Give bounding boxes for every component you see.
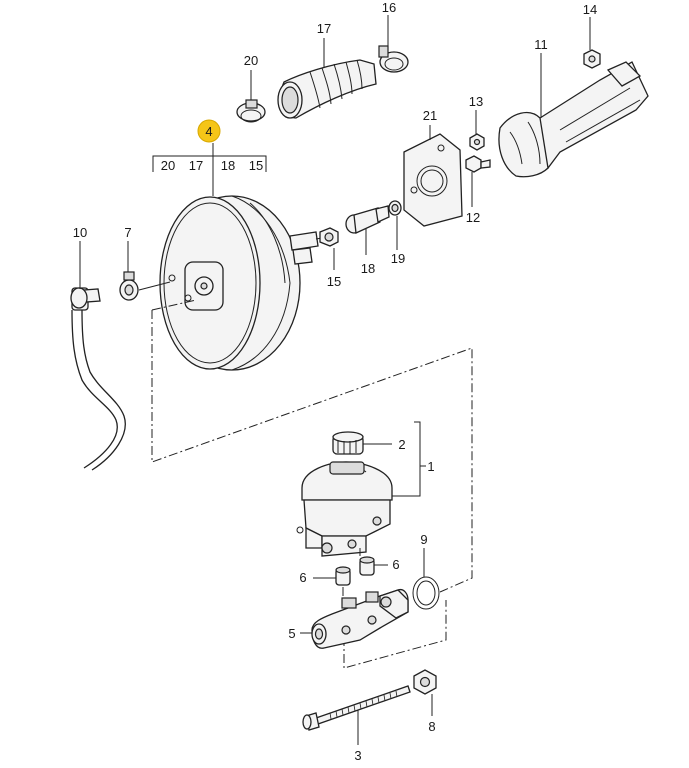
assembly-outline-tandem xyxy=(343,600,447,669)
callout-16: 16 xyxy=(382,0,396,15)
callout-8: 8 xyxy=(428,719,435,734)
part-3-stud-bolt[interactable]: 3 xyxy=(302,685,411,763)
callout-20: 20 xyxy=(244,53,258,68)
callout-17: 17 xyxy=(317,21,331,36)
subassembly-part-18: 18 xyxy=(221,158,235,173)
part-6-plug-left[interactable]: 6 xyxy=(299,566,351,586)
part-2-cap[interactable]: 2 xyxy=(332,431,406,455)
callout-2: 2 xyxy=(398,437,405,452)
callout-21: 21 xyxy=(423,108,437,123)
part-16-clamp[interactable]: 16 xyxy=(378,0,409,73)
callout-11: 11 xyxy=(534,37,548,52)
callout-13: 13 xyxy=(469,94,483,109)
part-19-washer[interactable]: 19 xyxy=(388,200,405,266)
callout-4-group[interactable]: 4 20 17 18 15 xyxy=(152,119,267,196)
part-11-bracket[interactable]: 11 xyxy=(498,37,649,178)
callout-7: 7 xyxy=(124,225,131,240)
part-9-o-ring[interactable]: 9 xyxy=(412,532,440,610)
part-14-nut[interactable]: 14 xyxy=(583,2,601,69)
part-6-plug-right[interactable]: 6 xyxy=(359,548,400,576)
subassembly-part-17: 17 xyxy=(189,158,203,173)
callout-12: 12 xyxy=(466,210,480,225)
part-21-gasket[interactable]: 21 xyxy=(403,108,463,227)
callout-3: 3 xyxy=(354,748,361,763)
part-13-nut[interactable]: 13 xyxy=(469,94,485,151)
callout-4-highlight xyxy=(197,119,221,143)
subassembly-part-20: 20 xyxy=(161,158,175,173)
callout-14: 14 xyxy=(583,2,597,17)
brake-booster[interactable] xyxy=(159,195,323,371)
callout-18: 18 xyxy=(361,261,375,276)
part-20-clamp[interactable]: 20 xyxy=(236,53,266,123)
callout-15: 15 xyxy=(327,274,341,289)
callout-5: 5 xyxy=(288,626,295,641)
part-17-boot[interactable]: 17 xyxy=(277,21,377,119)
subassembly-part-15: 15 xyxy=(249,158,263,173)
part-7-grommet[interactable]: 7 xyxy=(119,225,171,301)
part-18-pin[interactable]: 18 xyxy=(345,205,390,276)
part-12-bolt[interactable]: 12 xyxy=(465,155,491,225)
part-1-master-cylinder[interactable]: 1 xyxy=(296,421,435,557)
part-8-nut[interactable]: 8 xyxy=(413,669,437,734)
callout-4: 4 xyxy=(205,124,212,139)
callout-19: 19 xyxy=(391,251,405,266)
callout-10: 10 xyxy=(73,225,87,240)
callout-6-left: 6 xyxy=(299,570,306,585)
callout-9: 9 xyxy=(420,532,427,547)
assembly-outline-booster xyxy=(151,310,473,593)
callout-1: 1 xyxy=(427,459,434,474)
part-5-tandem-master-cylinder[interactable]: 5 xyxy=(288,587,409,649)
part-15-nut[interactable]: 15 xyxy=(319,227,341,289)
subassembly-bracket xyxy=(152,155,267,172)
callout-6-right: 6 xyxy=(392,557,399,572)
part-10-vacuum-hose[interactable]: 10 xyxy=(70,225,126,471)
